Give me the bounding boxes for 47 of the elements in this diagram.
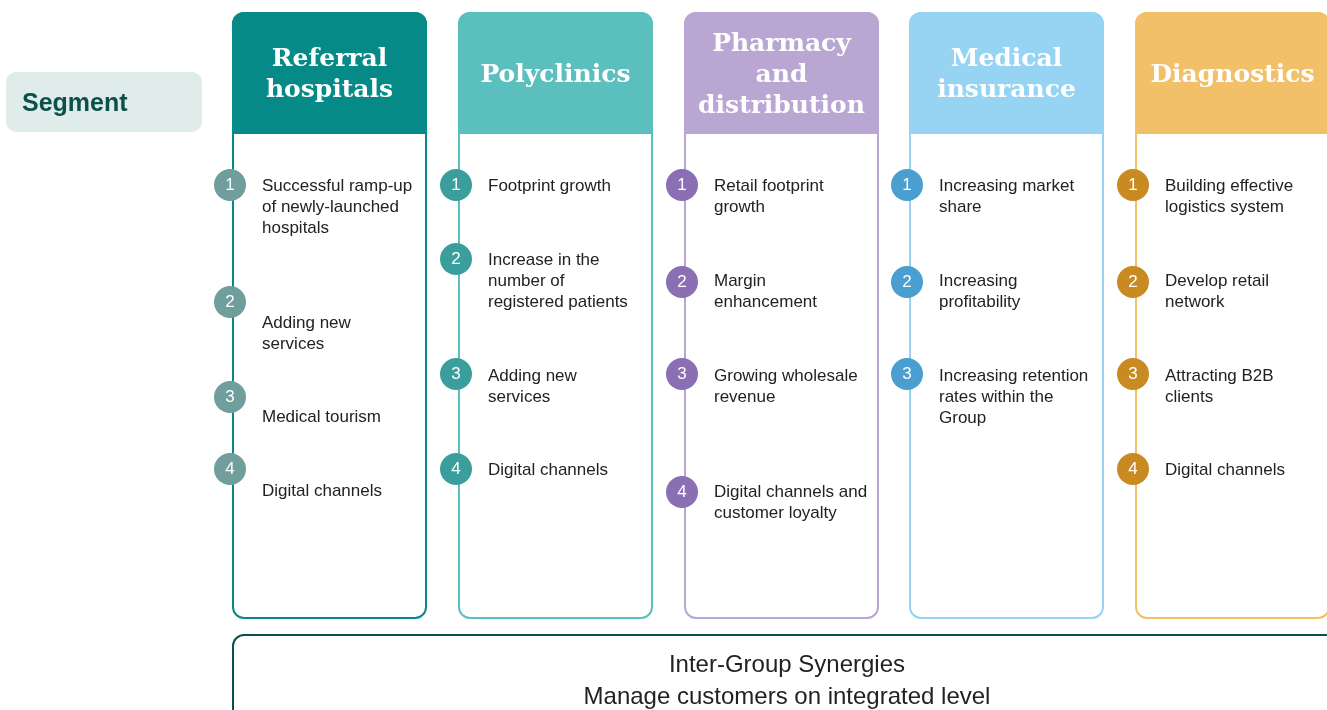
number-circle: 2 bbox=[891, 266, 923, 298]
item-text: Growing wholesale revenue bbox=[714, 365, 859, 407]
item-text: Digital channels and customer loyalty bbox=[714, 481, 869, 523]
synergies-text: Manage customers on integrated level bbox=[583, 681, 991, 710]
number-circle: 1 bbox=[214, 169, 246, 201]
number-circle: 2 bbox=[1117, 266, 1149, 298]
column-heading: Medical insurance bbox=[936, 42, 1077, 104]
number-circle: 3 bbox=[666, 358, 698, 390]
synergies-text: Inter-Group Synergies bbox=[668, 649, 906, 679]
number-circle: 2 bbox=[214, 286, 246, 318]
number-circle: 4 bbox=[1117, 453, 1149, 485]
column-heading: Polyclinics bbox=[480, 57, 631, 89]
item-text: Successful ramp-up of newly-launched hospitals bbox=[262, 175, 414, 238]
item-text: Attracting B2B clients bbox=[1165, 365, 1275, 407]
number-circle: 4 bbox=[214, 453, 246, 485]
item-text: Increasing retention rates within the Group bbox=[939, 365, 1090, 428]
number-circle: 1 bbox=[440, 169, 472, 201]
item-text: Medical tourism bbox=[262, 406, 383, 427]
item-text: Digital channels bbox=[262, 480, 383, 501]
number-circle: 1 bbox=[1117, 169, 1149, 201]
column-heading: Diagnostics bbox=[1150, 57, 1315, 89]
number-circle: 2 bbox=[440, 243, 472, 275]
item-text: Building effective logistics system bbox=[1165, 175, 1295, 217]
number-circle: 3 bbox=[1117, 358, 1149, 390]
item-text: Adding new services bbox=[262, 312, 352, 354]
number-circle: 3 bbox=[214, 381, 246, 413]
number-circle: 4 bbox=[666, 476, 698, 508]
segment-label: Segment bbox=[6, 72, 202, 132]
synergies-box bbox=[232, 634, 1327, 710]
column-heading: Referral hospitals bbox=[264, 42, 395, 104]
number-circle: 1 bbox=[891, 169, 923, 201]
number-circle: 3 bbox=[891, 358, 923, 390]
item-text: Increasing profitability bbox=[939, 270, 1022, 312]
item-text: Margin enhancement bbox=[714, 270, 819, 312]
item-text: Adding new services bbox=[488, 365, 578, 407]
item-text: Increase in the number of registered patients bbox=[488, 249, 629, 312]
item-text: Increasing market share bbox=[939, 175, 1076, 217]
item-text: Retail footprint growth bbox=[714, 175, 825, 217]
item-text: Digital channels bbox=[488, 459, 609, 480]
number-circle: 4 bbox=[440, 453, 472, 485]
number-circle: 2 bbox=[666, 266, 698, 298]
number-circle: 1 bbox=[666, 169, 698, 201]
number-circle: 3 bbox=[440, 358, 472, 390]
item-text: Digital channels bbox=[1165, 459, 1286, 480]
column-heading: Pharmacy and distribution bbox=[697, 26, 866, 120]
item-text: Develop retail network bbox=[1165, 270, 1270, 312]
item-text: Footprint growth bbox=[488, 175, 612, 196]
